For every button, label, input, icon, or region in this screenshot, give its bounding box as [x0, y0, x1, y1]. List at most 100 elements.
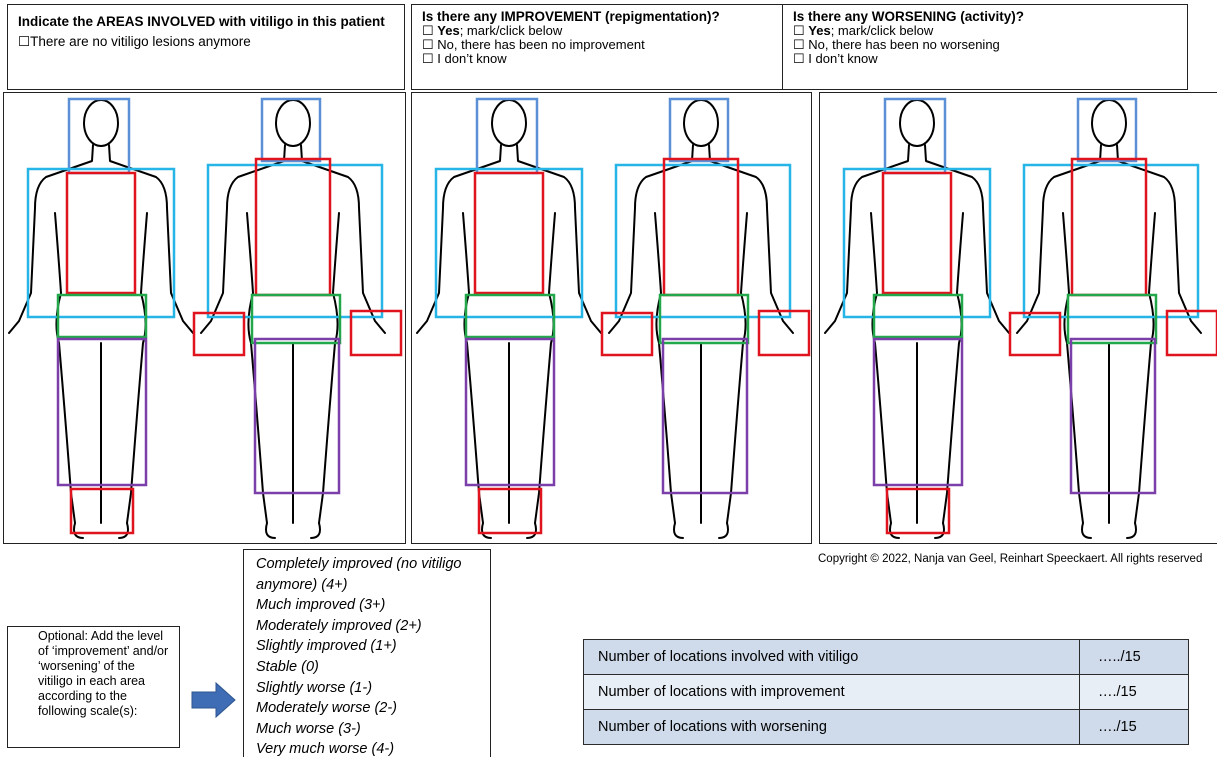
body-diagram: [416, 97, 811, 539]
worsening-yes-hint: ; mark/click below: [830, 23, 934, 38]
area-box-trunk-hands-feet[interactable]: [1165, 309, 1217, 357]
areas-involved-title: Indicate the AREAS INVOLVED with vitilig…: [18, 14, 385, 29]
area-box-head[interactable]: [475, 97, 539, 175]
table-row: Number of locations with improvement…./1…: [583, 674, 1189, 710]
area-box-legs[interactable]: [56, 337, 148, 487]
body-outline: [608, 99, 794, 539]
area-box-pelvis[interactable]: [250, 293, 342, 345]
front-figure: [824, 99, 1010, 539]
area-box-legs[interactable]: [872, 337, 964, 487]
area-box-legs[interactable]: [253, 337, 341, 495]
scale-item: Slightly improved (1+): [256, 638, 397, 655]
area-box-trunk-hands-feet[interactable]: [254, 157, 332, 297]
checkbox-icon[interactable]: ☐: [422, 23, 434, 38]
scale-item: Slightly worse (1-): [256, 679, 373, 696]
improvement-no-label: No, there has been no improvement: [437, 37, 645, 52]
checkbox-icon[interactable]: ☐: [793, 51, 805, 66]
summary-value-involved[interactable]: …../15: [1079, 639, 1189, 675]
area-box-trunk-hands-feet[interactable]: [1008, 311, 1062, 357]
area-box-trunk-hands-feet[interactable]: [600, 311, 654, 357]
area-box-pelvis[interactable]: [1066, 293, 1158, 345]
worsening-dontknow-option[interactable]: ☐ I don’t know: [793, 52, 1177, 66]
area-box-head[interactable]: [668, 97, 730, 163]
body-map-areas: [3, 92, 406, 544]
area-box-arms[interactable]: [1022, 163, 1200, 319]
summary-label: Number of locations with improvement: [583, 674, 1080, 710]
scale-item: Moderately worse (2-): [256, 700, 398, 717]
worsening-box: Is there any WORSENING (activity)? ☐ Yes…: [782, 4, 1188, 90]
improvement-title: Is there any IMPROVEMENT (repigmentation…: [422, 9, 720, 24]
scale-item: Moderately improved (2+): [256, 617, 422, 634]
checkbox-icon[interactable]: ☐: [793, 23, 805, 38]
summary-value-improvement[interactable]: …./15: [1079, 674, 1189, 710]
improvement-yes-option[interactable]: ☐ Yes; mark/click below: [422, 24, 772, 38]
area-box-trunk-hands-feet[interactable]: [477, 487, 543, 535]
optional-note-text: Optional: Add the level of ‘improvement’…: [38, 629, 169, 718]
body-map-worsening: [819, 92, 1217, 544]
front-figure: [416, 99, 602, 539]
worsening-yes-label: Yes: [808, 23, 831, 38]
scale-item: Much improved (3+): [256, 597, 386, 614]
no-lesions-option[interactable]: ☐There are no vitiligo lesions anymore: [18, 35, 394, 49]
summary-label: Number of locations with worsening: [583, 709, 1080, 745]
area-box-trunk-hands-feet[interactable]: [65, 171, 137, 295]
area-box-pelvis[interactable]: [464, 293, 556, 339]
improvement-dontknow-option[interactable]: ☐ I don’t know: [422, 52, 772, 66]
optional-note: Optional: Add the level of ‘improvement’…: [7, 626, 180, 748]
area-box-legs[interactable]: [661, 337, 749, 495]
area-box-pelvis[interactable]: [872, 293, 964, 339]
area-box-head[interactable]: [883, 97, 947, 175]
area-box-head[interactable]: [1076, 97, 1138, 163]
improvement-yes-label: Yes: [437, 23, 460, 38]
area-box-legs[interactable]: [464, 337, 556, 487]
checkbox-icon[interactable]: ☐: [793, 37, 805, 52]
table-row: Number of locations with worsening…./15: [583, 709, 1189, 745]
body-diagram: [8, 97, 403, 539]
checkbox-icon[interactable]: ☐: [422, 51, 434, 66]
area-box-trunk-hands-feet[interactable]: [757, 309, 811, 357]
worsening-dontknow-label: I don’t know: [808, 51, 878, 66]
area-box-legs[interactable]: [1069, 337, 1157, 495]
area-box-trunk-hands-feet[interactable]: [885, 487, 951, 535]
area-box-head[interactable]: [67, 97, 131, 175]
improvement-box: Is there any IMPROVEMENT (repigmentation…: [411, 4, 783, 90]
area-box-trunk-hands-feet[interactable]: [473, 171, 545, 295]
summary-value-worsening[interactable]: …./15: [1079, 709, 1189, 745]
summary-table: Number of locations involved with vitili…: [583, 639, 1189, 745]
worsening-no-option[interactable]: ☐ No, there has been no worsening: [793, 38, 1177, 52]
checkbox-icon[interactable]: ☐: [18, 34, 31, 49]
area-box-trunk-hands-feet[interactable]: [69, 487, 135, 535]
area-box-trunk-hands-feet[interactable]: [192, 311, 246, 357]
body-outline: [824, 99, 1010, 539]
areas-involved-box: Indicate the AREAS INVOLVED with vitilig…: [7, 4, 405, 90]
improvement-no-option[interactable]: ☐ No, there has been no improvement: [422, 38, 772, 52]
area-box-arms[interactable]: [614, 163, 792, 319]
area-box-trunk-hands-feet[interactable]: [662, 157, 740, 297]
area-box-pelvis[interactable]: [658, 293, 750, 345]
checkbox-icon[interactable]: ☐: [422, 37, 434, 52]
area-box-arms[interactable]: [842, 167, 992, 319]
area-box-arms[interactable]: [434, 167, 584, 319]
area-box-trunk-hands-feet[interactable]: [881, 171, 953, 295]
scale-item: anymore) (4+): [256, 576, 348, 593]
improvement-yes-hint: ; mark/click below: [459, 23, 563, 38]
area-box-trunk-hands-feet[interactable]: [1070, 157, 1148, 297]
copyright-notice: Copyright © 2022, Nanja van Geel, Reinha…: [818, 553, 1203, 565]
body-diagram: [824, 97, 1217, 539]
area-box-trunk-hands-feet[interactable]: [349, 309, 403, 357]
worsening-no-label: No, there has been no worsening: [804, 37, 1000, 52]
worsening-yes-option[interactable]: ☐ Yes; mark/click below: [793, 24, 1177, 38]
body-outline: [8, 99, 194, 539]
scale-item: Completely improved (no vitiligo: [256, 556, 462, 572]
area-box-arms[interactable]: [26, 167, 176, 319]
area-box-arms[interactable]: [206, 163, 384, 319]
scale-item: Much worse (3-): [256, 720, 361, 737]
improvement-dontknow-label: I don’t know: [437, 51, 507, 66]
body-map-improvement: [411, 92, 812, 544]
scale-list: Completely improved (no vitiligo anymore…: [243, 549, 491, 757]
area-box-pelvis[interactable]: [56, 293, 148, 339]
summary-label: Number of locations involved with vitili…: [583, 639, 1080, 675]
area-box-head[interactable]: [260, 97, 322, 163]
scale-item: Very much worse (4-): [256, 741, 395, 758]
arrow-right-icon: [191, 681, 236, 719]
